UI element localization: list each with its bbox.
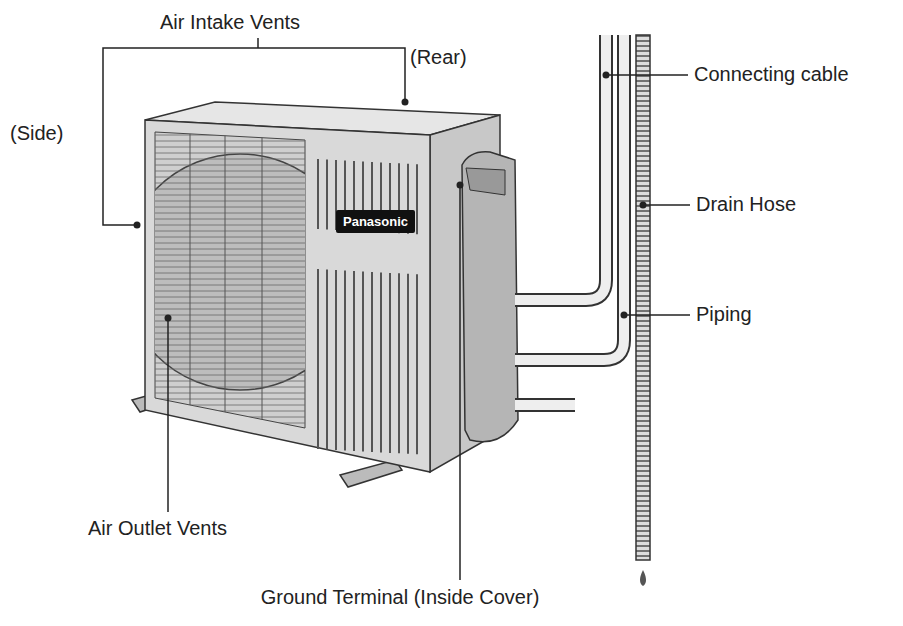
brand-badge: Panasonic — [336, 210, 415, 233]
drain-hose — [636, 35, 650, 560]
brand-text: Panasonic — [343, 214, 408, 229]
part-label: (Side) — [10, 121, 63, 145]
part-label: Piping — [696, 302, 752, 326]
part-label: Ground Terminal (Inside Cover) — [261, 585, 540, 609]
leader-dots — [134, 72, 647, 322]
water-drop — [640, 570, 646, 586]
part-label: Air Outlet Vents — [88, 516, 227, 540]
grille-bars — [150, 120, 310, 440]
piping-cover — [462, 152, 518, 442]
part-label: Connecting cable — [694, 62, 849, 86]
vent-slots — [318, 159, 417, 454]
part-label: Air Intake Vents — [160, 10, 300, 34]
leader-lines — [103, 38, 690, 580]
front-face — [145, 120, 430, 472]
cover-handle — [466, 168, 505, 195]
part-label: (Rear) — [410, 45, 467, 69]
part-label: Drain Hose — [696, 192, 796, 216]
pipes — [515, 35, 624, 405]
